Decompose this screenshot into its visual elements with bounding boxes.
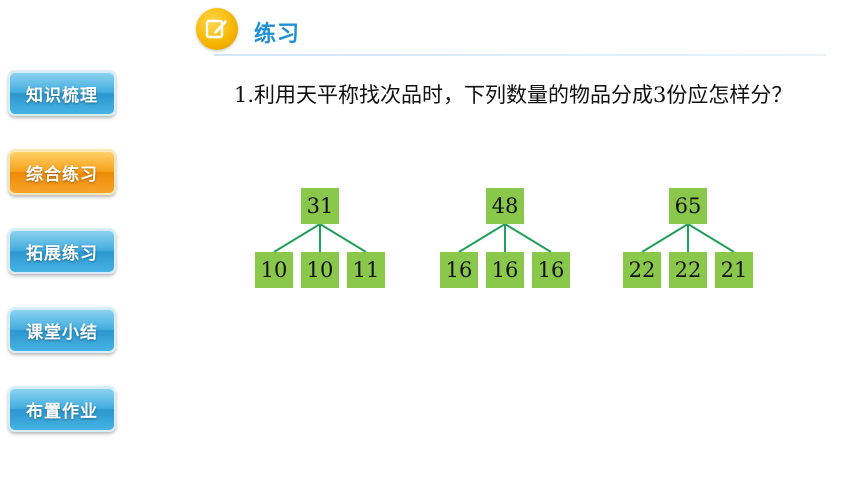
edit-pencil-icon	[196, 8, 238, 50]
tree-connectors	[641, 223, 735, 253]
sidebar-item-comprehensive-practice[interactable]: 综合练习	[8, 149, 116, 195]
tree-child-box: 22	[669, 252, 707, 288]
tree-child-box: 16	[440, 252, 478, 288]
tree-root-box: 65	[669, 188, 707, 224]
tree-child-box: 10	[301, 252, 339, 288]
sidebar-item-knowledge-review[interactable]: 知识梳理	[8, 70, 116, 116]
tree-child-box: 22	[623, 252, 661, 288]
tree-connectors	[458, 223, 552, 253]
tree-child-box: 16	[532, 252, 570, 288]
sidebar-item-class-summary[interactable]: 课堂小结	[8, 307, 116, 353]
sidebar-item-extended-practice[interactable]: 拓展练习	[8, 228, 116, 274]
header-divider	[214, 54, 826, 56]
split-tree-2: 48 16 16 16	[438, 188, 572, 290]
sidebar-item-homework[interactable]: 布置作业	[8, 386, 116, 432]
question-text: 1.利用天平称找次品时，下列数量的物品分成3份应怎样分？	[234, 83, 793, 107]
split-tree-3: 65 22 22 21	[621, 188, 755, 290]
tree-connectors	[273, 223, 367, 253]
split-tree-1: 31 10 10 11	[253, 188, 387, 290]
tree-child-box: 11	[347, 252, 385, 288]
tree-root-box: 48	[486, 188, 524, 224]
tree-root-box: 31	[301, 188, 339, 224]
section-header: 练习	[196, 6, 828, 56]
section-title: 练习	[254, 22, 301, 47]
tree-child-box: 21	[715, 252, 753, 288]
tree-child-box: 16	[486, 252, 524, 288]
sidebar-nav: 知识梳理 综合练习 拓展练习 课堂小结 布置作业	[8, 70, 120, 465]
tree-child-box: 10	[255, 252, 293, 288]
